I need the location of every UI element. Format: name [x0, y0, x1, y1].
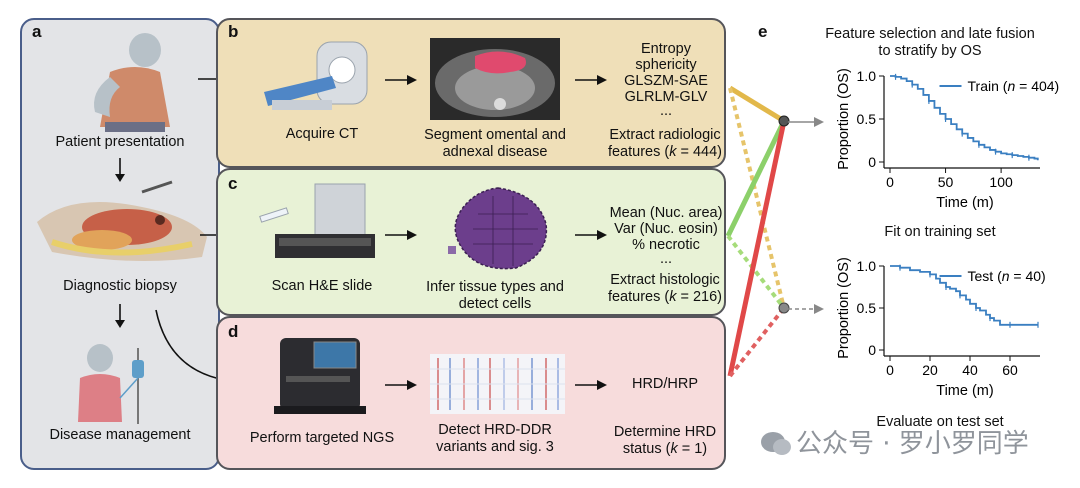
test-caption: Evaluate on test set	[876, 414, 1004, 430]
histologic-feature: Var (Nuc. eosin)	[614, 221, 718, 237]
panel-b-label: b	[228, 22, 239, 41]
histologic-feature: ...	[659, 251, 673, 267]
step-scan-slide: Scan H&E slide	[271, 278, 373, 294]
panel-e-label: e	[758, 22, 768, 41]
radiologic-feature: Entropy	[641, 41, 691, 57]
detect-caption-line2: variants and sig. 3	[436, 439, 554, 455]
x-axis-label: Time (m)	[936, 383, 993, 399]
survival-curve	[890, 75, 1039, 161]
hrd-result: HRD/HRP	[631, 376, 699, 392]
legend-label: Train (n = 404)	[968, 78, 1060, 94]
fusion-lines	[725, 85, 790, 378]
x-tick-label: 100	[989, 174, 1013, 190]
x-tick-label: 20	[922, 362, 938, 378]
histologic-feature: Mean (Nuc. area)	[609, 205, 723, 221]
step-targeted-ngs: Perform targeted NGS	[249, 430, 395, 446]
arrow-down-icon	[115, 304, 125, 328]
arrow-to-train-plot-icon	[788, 117, 824, 127]
tissue-tiles-image	[448, 187, 548, 270]
infer-caption-line2: detect cells	[458, 296, 532, 312]
arrow-to-test-plot-icon	[788, 304, 824, 314]
y-tick-label: 1.0	[857, 68, 877, 84]
ct-scanner-illustration	[264, 41, 368, 110]
arrow-right-icon	[575, 230, 607, 240]
watermark-text: 公众号 · 罗小罗同学	[796, 429, 1029, 459]
arrow-right-icon	[385, 75, 417, 85]
watermark: 公众号 · 罗小罗同学	[760, 428, 1070, 462]
step-patient-presentation: Patient presentation	[55, 134, 185, 150]
x-tick-label: 0	[886, 362, 894, 378]
determine-hrd-line2: status (k = 1)	[622, 441, 708, 457]
biopsy-anatomy-illustration	[37, 180, 207, 261]
fusion-node-train	[778, 115, 790, 127]
panel-a-label: a	[32, 22, 42, 41]
panel-e-title-line2: to stratify by OS	[878, 43, 982, 59]
x-tick-label: 40	[962, 362, 978, 378]
panel-d-label: d	[228, 322, 239, 341]
y-tick-label: 1.0	[857, 258, 877, 274]
x-axis-label: Time (m)	[936, 195, 993, 211]
radiologic-feature: ...	[659, 103, 673, 119]
arrow-right-icon	[575, 75, 607, 85]
x-tick-label: 50	[938, 174, 954, 190]
arrow-right-icon	[575, 380, 607, 390]
extract-histologic-line2: features (k = 216)	[607, 289, 723, 305]
slide-scanner-illustration	[259, 183, 375, 258]
x-tick-label: 60	[1002, 362, 1018, 378]
ct-segmentation-image	[430, 38, 560, 120]
patient-figure-illustration	[94, 33, 170, 132]
step-disease-management: Disease management	[49, 427, 191, 443]
patient-iv-illustration	[78, 344, 144, 424]
legend-label: Test (n = 40)	[968, 268, 1046, 284]
panel-e-title-line1: Feature selection and late fusion	[825, 26, 1035, 42]
radiologic-feature: GLSZM-SAE	[624, 73, 708, 89]
extract-histologic-line1: Extract histologic	[610, 272, 720, 288]
y-tick-label: 0.5	[857, 111, 877, 127]
y-tick-label: 0	[868, 154, 876, 170]
determine-hrd-line1: Determine HRD	[613, 424, 717, 440]
fusion-node-test	[778, 302, 790, 314]
x-tick-label: 0	[886, 174, 894, 190]
arrow-down-icon	[115, 158, 125, 182]
step-acquire-ct: Acquire CT	[285, 126, 359, 142]
segment-caption-line1: Segment omental and	[424, 127, 566, 143]
train-caption: Fit on training set	[884, 224, 996, 240]
extract-radiologic-line1: Extract radiologic	[609, 127, 721, 143]
panel-c-label: c	[228, 174, 238, 193]
step-diagnostic-biopsy: Diagnostic biopsy	[63, 278, 177, 294]
arrow-right-icon	[385, 230, 417, 240]
y-axis-label: Proportion (OS)	[836, 257, 852, 359]
y-tick-label: 0	[868, 342, 876, 358]
histologic-feature: % necrotic	[632, 237, 700, 253]
y-axis-label: Proportion (OS)	[836, 68, 852, 170]
wechat-icon	[761, 432, 791, 455]
radiologic-feature: sphericity	[635, 57, 697, 73]
segment-caption-line2: adnexal disease	[442, 144, 548, 160]
y-tick-label: 0.5	[857, 300, 877, 316]
ngs-sequencer-illustration	[274, 338, 366, 414]
infer-caption-line1: Infer tissue types and	[426, 279, 564, 295]
arrow-right-icon	[385, 380, 417, 390]
detect-caption-line1: Detect HRD-DDR	[438, 422, 552, 438]
radiologic-feature: GLRLM-GLV	[624, 89, 708, 105]
variant-heatmap-image	[430, 354, 565, 414]
extract-radiologic-line2: features (k = 444)	[607, 144, 723, 160]
